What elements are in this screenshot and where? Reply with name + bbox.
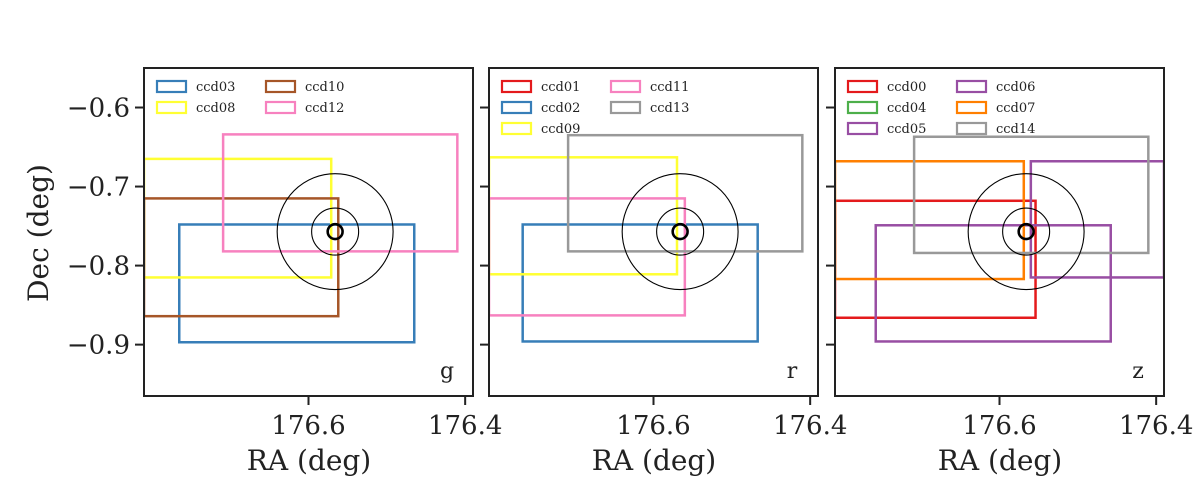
panel-frame-z bbox=[834, 67, 1165, 397]
band-label-g: g bbox=[440, 359, 454, 384]
band-label-z: z bbox=[1132, 359, 1144, 384]
legend-swatch-ccd08 bbox=[155, 100, 188, 115]
ccd-footprint-ccd07 bbox=[835, 160, 1026, 281]
legend-label-ccd00: ccd00 bbox=[887, 80, 926, 95]
legend-swatch-ccd12 bbox=[264, 100, 297, 115]
legend-swatch-ccd04 bbox=[846, 100, 879, 115]
x-axis-label-z: RA (deg) bbox=[938, 444, 1062, 477]
legend-swatch-ccd13 bbox=[609, 100, 642, 115]
ccd-footprint-ccd02 bbox=[521, 223, 759, 343]
legend-swatch-ccd00 bbox=[846, 79, 879, 94]
target-circle-3 bbox=[967, 173, 1085, 291]
target-circle-2 bbox=[1002, 207, 1051, 256]
target-circle-1 bbox=[1017, 222, 1035, 241]
legend-swatch-ccd11 bbox=[609, 79, 642, 94]
legend-label-ccd09: ccd09 bbox=[541, 122, 580, 137]
legend-swatch-ccd05 bbox=[846, 121, 879, 136]
x-tick-label: 176.4 bbox=[773, 411, 847, 441]
legend-swatch-ccd02 bbox=[500, 100, 533, 115]
ccd-footprint-ccd13 bbox=[566, 133, 804, 253]
ccd-footprint-ccd09 bbox=[489, 156, 679, 276]
panel-frame-g bbox=[143, 67, 474, 397]
target-circle-2 bbox=[311, 207, 360, 256]
legend-label-ccd12: ccd12 bbox=[305, 101, 344, 116]
legend-swatch-ccd03 bbox=[155, 79, 188, 94]
legend-swatch-ccd06 bbox=[955, 79, 988, 94]
legend-swatch-ccd07 bbox=[955, 100, 988, 115]
legend-label-ccd06: ccd06 bbox=[996, 80, 1035, 95]
plot-area-r bbox=[489, 133, 804, 343]
legend-label-ccd05: ccd05 bbox=[887, 122, 926, 137]
y-tick-label: −0.9 bbox=[67, 331, 130, 361]
ccd-footprint-ccd00 bbox=[835, 199, 1037, 320]
legend-label-ccd11: ccd11 bbox=[650, 80, 689, 95]
legend-swatch-ccd14 bbox=[955, 121, 988, 136]
ccd-footprint-ccd06 bbox=[1029, 160, 1164, 279]
target-circle-1 bbox=[671, 222, 689, 241]
legend-label-ccd08: ccd08 bbox=[196, 101, 235, 116]
legend-label-ccd04: ccd04 bbox=[887, 101, 926, 116]
ccd-footprint-ccd14 bbox=[912, 135, 1150, 255]
band-label-r: r bbox=[787, 359, 798, 384]
legend-label-ccd01: ccd01 bbox=[541, 80, 580, 95]
legend-label-ccd14: ccd14 bbox=[996, 122, 1035, 137]
plot-area-z bbox=[835, 135, 1164, 343]
ccd-footprint-ccd08 bbox=[144, 157, 333, 279]
legend-label-ccd03: ccd03 bbox=[196, 80, 235, 95]
y-tick-label: −0.6 bbox=[67, 94, 130, 124]
legend-swatch-ccd09 bbox=[500, 121, 533, 136]
legend-label-ccd02: ccd02 bbox=[541, 101, 580, 116]
ccd-footprint-ccd12 bbox=[221, 133, 459, 253]
ccd-footprint-ccd03 bbox=[178, 223, 416, 344]
plot-area-g bbox=[144, 133, 459, 344]
x-axis-label-g: RA (deg) bbox=[247, 444, 371, 477]
ccd-footprint-ccd10 bbox=[144, 197, 340, 318]
legend-label-ccd13: ccd13 bbox=[650, 101, 689, 116]
x-tick-label: 176.4 bbox=[1119, 411, 1193, 441]
x-axis-label-r: RA (deg) bbox=[592, 444, 716, 477]
legend-swatch-ccd01 bbox=[500, 79, 533, 94]
legend-label-ccd10: ccd10 bbox=[305, 80, 344, 95]
target-circle-3 bbox=[276, 173, 394, 291]
x-tick-label: 176.4 bbox=[428, 411, 502, 441]
y-tick-label: −0.7 bbox=[67, 173, 130, 203]
ccd-footprint-ccd05 bbox=[874, 224, 1112, 343]
target-circle-2 bbox=[656, 207, 705, 256]
legend-swatch-ccd10 bbox=[264, 79, 297, 94]
x-tick-label: 176.6 bbox=[271, 411, 345, 441]
y-axis-label: Dec (deg) bbox=[22, 164, 55, 302]
target-circle-1 bbox=[326, 222, 344, 241]
target-circle-3 bbox=[621, 173, 739, 291]
x-tick-label: 176.6 bbox=[962, 411, 1036, 441]
panel-frame-r bbox=[488, 67, 819, 397]
x-tick-label: 176.6 bbox=[616, 411, 690, 441]
y-tick-label: −0.8 bbox=[67, 252, 130, 282]
legend-label-ccd07: ccd07 bbox=[996, 101, 1035, 116]
ccd-footprint-ccd11 bbox=[489, 197, 687, 317]
